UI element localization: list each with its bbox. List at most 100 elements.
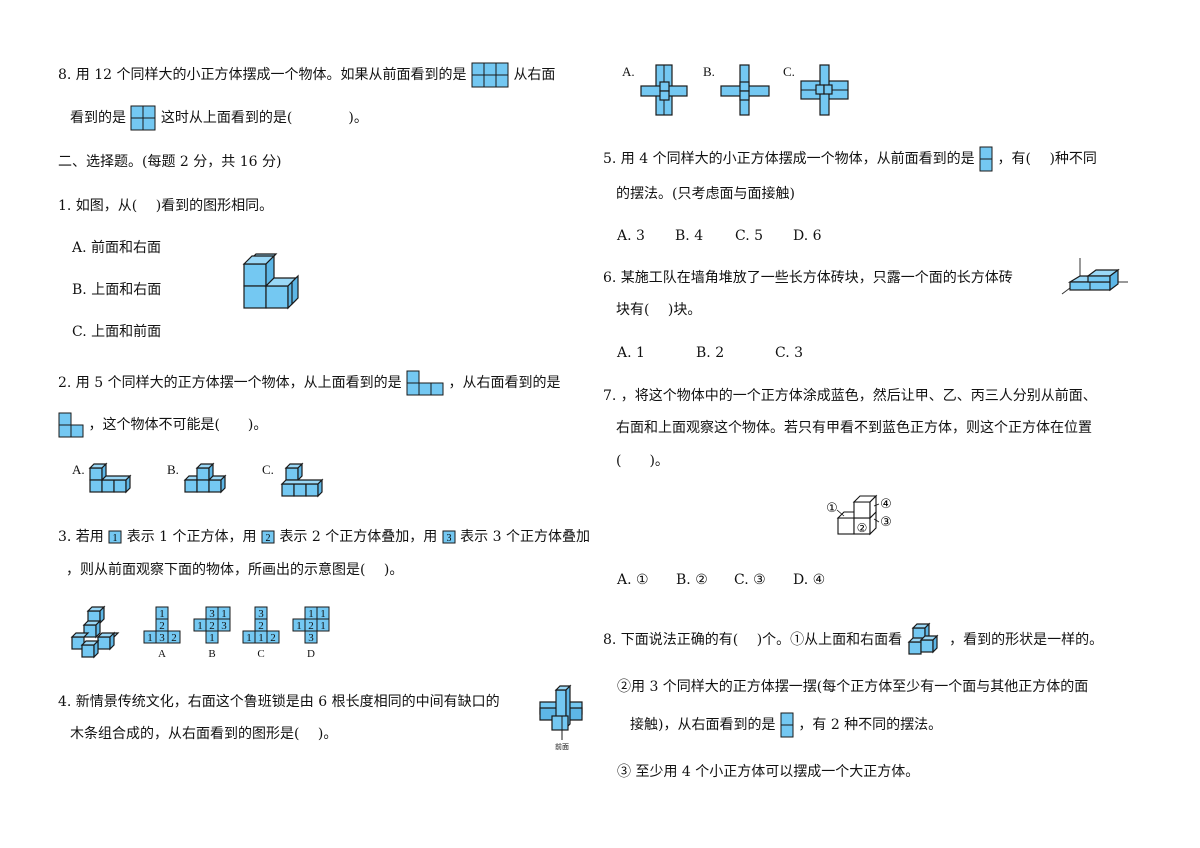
svg-text:④: ④ — [880, 497, 892, 512]
q8-choice-line1: 8. 下面说法正确的有( )个。①从上面和右面看 ，看到的形状是一样的。 — [603, 622, 1103, 658]
legend-three-cubes-icon: 3 — [442, 530, 456, 544]
svg-text:③: ③ — [880, 515, 892, 530]
svg-text:3: 3 — [221, 620, 227, 632]
q3-line2: ，则从前面观察下面的物体，所画出的示意图是( )。 — [66, 562, 404, 578]
q5-option-d[interactable]: D. 6 — [793, 228, 822, 244]
q6-brick-figure — [1061, 258, 1130, 298]
svg-text:A: A — [158, 648, 166, 660]
q4-option-c-figure[interactable] — [800, 64, 850, 116]
right-view-shape-icon — [58, 412, 84, 438]
q2-option-c-label[interactable]: C. — [262, 462, 274, 477]
q3-cube-figure — [68, 605, 124, 661]
svg-text:B: B — [208, 648, 215, 660]
q3-option-c[interactable]: 3 2 1 1 2 C — [242, 606, 280, 660]
q3-line1: 3. 若用 1 表示 1 个正方体，用 2 表示 2 个正方体叠加，用 3 表示… — [58, 527, 590, 547]
svg-text:2: 2 — [270, 632, 276, 644]
q2-option-a-label[interactable]: A. — [72, 462, 85, 477]
q4-option-b-label[interactable]: B. — [703, 64, 715, 79]
q3-text-b: 表示 1 个正方体，用 — [126, 529, 257, 545]
q6-option-b[interactable]: B. 2 — [696, 345, 725, 361]
q1-stem: 1. 如图，从( )看到的图形相同。 — [58, 198, 274, 214]
q5-line1: 5. 用 4 个同样大的小正方体摆成一个物体，从前面看到的是 ，有( )种不同 — [603, 146, 1097, 172]
svg-text:1: 1 — [113, 533, 118, 544]
svg-text:1: 1 — [258, 632, 264, 644]
q1-option-b[interactable]: B. 上面和右面 — [72, 282, 162, 298]
q8-choice-line4: ③ 至少用 4 个小正方体可以摆成一个大正方体。 — [617, 764, 920, 780]
q5-text-a: 5. 用 4 个同样大的小正方体摆成一个物体，从前面看到的是 — [603, 151, 975, 167]
front-view-column-icon — [979, 146, 993, 172]
svg-text:1: 1 — [147, 632, 153, 644]
q4-option-b-figure[interactable] — [720, 64, 770, 116]
svg-text:1: 1 — [296, 620, 302, 632]
svg-text:①: ① — [826, 501, 838, 516]
q8-fill-line2: 看到的是 这时从上面看到的是( )。 — [70, 105, 368, 131]
svg-text:1: 1 — [159, 608, 165, 620]
q2-option-c-figure[interactable] — [280, 462, 328, 502]
q1-option-a[interactable]: A. 前面和右面 — [72, 240, 162, 256]
q8-choice-line3: 接触)，从右面看到的是 ，有 2 种不同的摆法。 — [630, 712, 942, 738]
svg-text:3: 3 — [209, 608, 215, 620]
q2-line2: ，这个物体不可能是( )。 — [58, 412, 267, 438]
q3-option-b[interactable]: 3 1 1 2 3 1 B — [193, 606, 231, 660]
q8c-text-b: ，看到的形状是一样的。 — [949, 632, 1104, 648]
svg-text:2: 2 — [159, 620, 165, 632]
q6-line2: 块有( )块。 — [616, 302, 702, 318]
q8c-text-c: 接触)，从右面看到的是 — [630, 717, 776, 733]
q8-text-a: 8. 用 12 个同样大的小正方体摆成一个物体。如果从前面看到的是 — [58, 67, 467, 83]
q1-option-c[interactable]: C. 上面和前面 — [72, 324, 162, 340]
q2-text-a: 2. 用 5 个同样大的正方体摆一个物体，从上面看到的是 — [58, 375, 402, 391]
q7-option-d[interactable]: D. ④ — [793, 572, 826, 588]
q4-option-a-figure[interactable] — [640, 64, 690, 116]
svg-text:1: 1 — [246, 632, 252, 644]
svg-text:1: 1 — [320, 608, 326, 620]
q4-option-c-label[interactable]: C. — [783, 64, 795, 79]
q2-option-b-figure[interactable] — [183, 462, 231, 496]
q7-option-c[interactable]: C. ③ — [734, 572, 766, 588]
svg-text:3: 3 — [258, 608, 264, 620]
svg-text:3: 3 — [446, 533, 451, 544]
q6-option-a[interactable]: A. 1 — [617, 345, 645, 361]
q7-option-b[interactable]: B. ② — [676, 572, 708, 588]
section-title: 二、选择题。(每题 2 分，共 16 分) — [58, 154, 282, 170]
q4-line1: 4. 新情景传统文化，右面这个鲁班锁是由 6 根长度相同的中间有缺口的 — [58, 694, 500, 710]
q2-option-a-figure[interactable] — [88, 462, 136, 496]
svg-text:1: 1 — [197, 620, 203, 632]
q7-cube-figure: ① ② ③ ④ — [822, 494, 898, 544]
q5-option-a[interactable]: A. 3 — [617, 228, 645, 244]
q3-option-a[interactable]: 1 2 1 3 2 A — [143, 606, 181, 660]
q7-line2: 右面和上面观察这个物体。若只有甲看不到蓝色正方体，则这个正方体在位置 — [616, 420, 1092, 436]
q8-choice-line2: ②用 3 个同样大的正方体摆一摆(每个正方体至少有一个面与其他正方体的面 — [617, 679, 1089, 695]
q3-text-c: 表示 2 个正方体叠加，用 — [279, 529, 438, 545]
q2-text-c: ，这个物体不可能是( )。 — [88, 417, 268, 433]
q5-option-c[interactable]: C. 5 — [735, 228, 764, 244]
q3-text-a: 3. 若用 — [58, 529, 104, 545]
q2-text-b: ，从右面看到的是 — [448, 375, 561, 391]
top-view-shape-icon — [406, 370, 444, 396]
q7-option-a[interactable]: A. ① — [617, 572, 649, 588]
right-view-column-icon — [780, 712, 794, 738]
q5-line2: 的摆法。(只考虑面与面接触) — [616, 186, 795, 202]
svg-text:2: 2 — [265, 533, 270, 544]
q5-text-b: ，有( )种不同 — [997, 151, 1097, 167]
q6-option-c[interactable]: C. 3 — [775, 345, 804, 361]
q4-line2: 木条组合成的，从右面看到的图形是( )。 — [70, 726, 338, 742]
svg-text:2: 2 — [171, 632, 177, 644]
q8-text-b: 从右面 — [513, 67, 556, 83]
q6-line1: 6. 某施工队在墙角堆放了一些长方体砖块，只露一个面的长方体砖 — [603, 270, 1013, 286]
front-view-grid-icon — [471, 62, 509, 88]
svg-text:1: 1 — [221, 608, 227, 620]
q5-option-b[interactable]: B. 4 — [675, 228, 704, 244]
q8c-text-a: 8. 下面说法正确的有( )个。①从上面和右面看 — [603, 632, 903, 648]
q1-cube-figure — [240, 250, 304, 316]
luban-lock-figure: 前面 — [538, 684, 586, 751]
svg-text:1: 1 — [209, 632, 215, 644]
svg-text:1: 1 — [320, 620, 326, 632]
q2-line1: 2. 用 5 个同样大的正方体摆一个物体，从上面看到的是 ，从右面看到的是 — [58, 370, 561, 396]
q3-option-d[interactable]: 1 1 1 2 1 3 D — [292, 606, 330, 660]
svg-text:2: 2 — [308, 620, 314, 632]
q8-text-c: 看到的是 — [70, 110, 126, 126]
svg-text:D: D — [307, 648, 315, 660]
q2-option-b-label[interactable]: B. — [167, 462, 179, 477]
legend-two-cubes-icon: 2 — [261, 530, 275, 544]
q4-option-a-label[interactable]: A. — [622, 64, 635, 79]
